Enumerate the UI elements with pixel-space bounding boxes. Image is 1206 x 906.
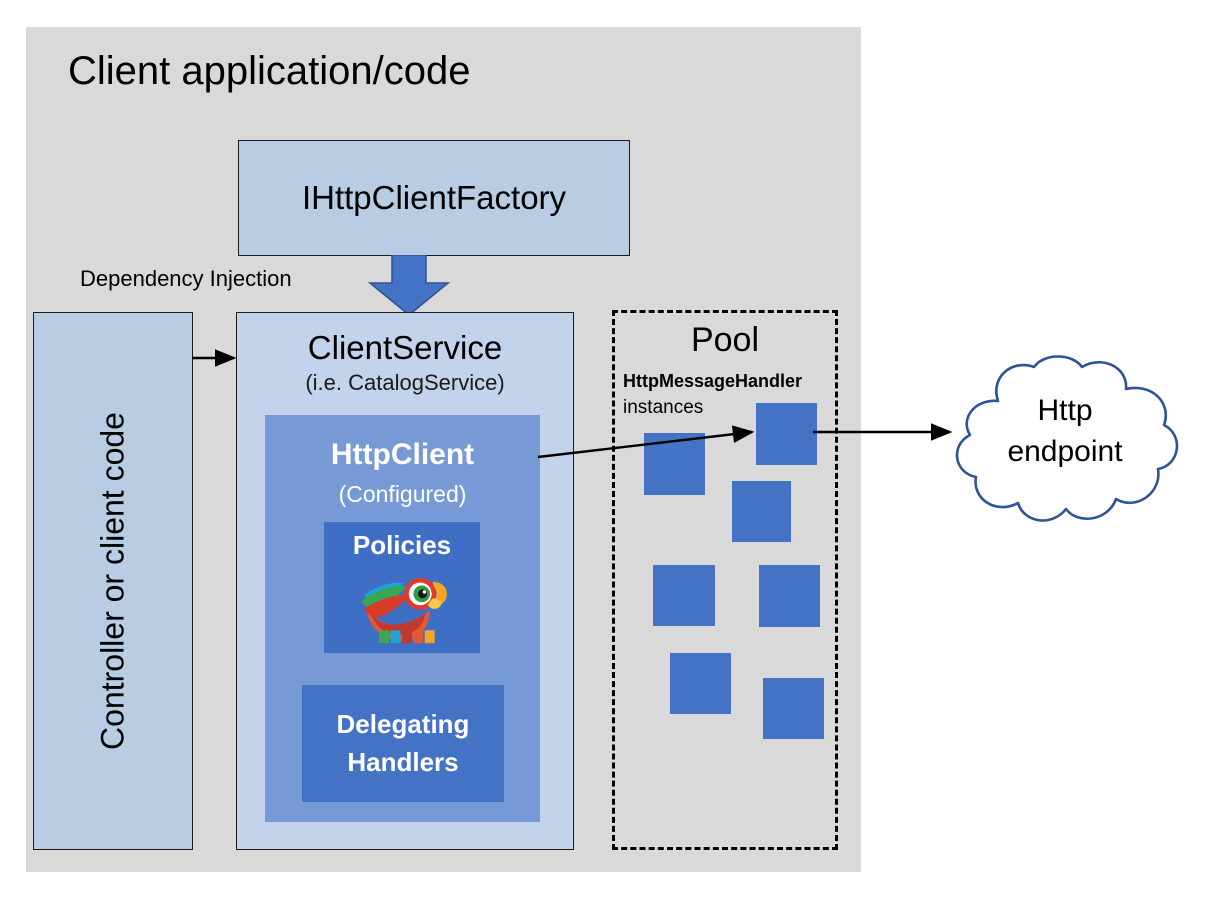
- ihttpclientfactory-box: IHttpClientFactory: [238, 140, 630, 256]
- dependency-injection-label: Dependency Injection: [80, 266, 292, 291]
- policies-box: Policies: [324, 522, 480, 653]
- cloud-shape-icon: [955, 355, 1179, 522]
- client-application-title: Client application/code: [68, 49, 471, 93]
- clientservice-subtitle: (i.e. CatalogService): [305, 370, 505, 395]
- pool-title: Pool: [690, 321, 760, 359]
- httpmessagehandler-instance: [644, 433, 705, 495]
- httpmessagehandler-instance: [653, 565, 715, 626]
- polly-parrot-logo-icon: [361, 577, 447, 644]
- clientservice-box: ClientService (i.e. CatalogService) Http…: [236, 312, 574, 850]
- delegating-handlers-line1: Delegating: [336, 708, 470, 739]
- http-endpoint-cloud: Http endpoint: [940, 353, 1190, 528]
- pool-subtitle-httpmessagehandler: HttpMessageHandler: [623, 371, 803, 391]
- controller-or-client-code-label: Controller or client code: [94, 412, 131, 750]
- delegating-handlers-line2: Handlers: [347, 746, 459, 777]
- clientservice-title: ClientService: [307, 329, 503, 366]
- httpmessagehandler-instance: [670, 653, 731, 714]
- delegating-handlers-box: Delegating Handlers: [302, 685, 504, 802]
- pool-box: Pool HttpMessageHandler instances: [612, 310, 838, 850]
- httpmessagehandler-instance: [732, 481, 791, 542]
- dependency-injection-arrow-icon: [368, 255, 450, 316]
- httpclient-box: HttpClient (Configured) Policies: [265, 415, 540, 822]
- ihttpclientfactory-label: IHttpClientFactory: [301, 179, 567, 216]
- policies-title: Policies: [352, 530, 452, 560]
- pool-subtitle-instances: instances: [623, 397, 704, 418]
- controller-or-client-code-box: Controller or client code: [33, 312, 193, 850]
- httpmessagehandler-instance: [759, 565, 820, 627]
- httpmessagehandler-instance: [763, 678, 824, 739]
- httpclient-title: HttpClient: [330, 438, 475, 471]
- httpmessagehandler-instance: [756, 403, 817, 465]
- httpclient-subtitle: (Configured): [338, 481, 467, 507]
